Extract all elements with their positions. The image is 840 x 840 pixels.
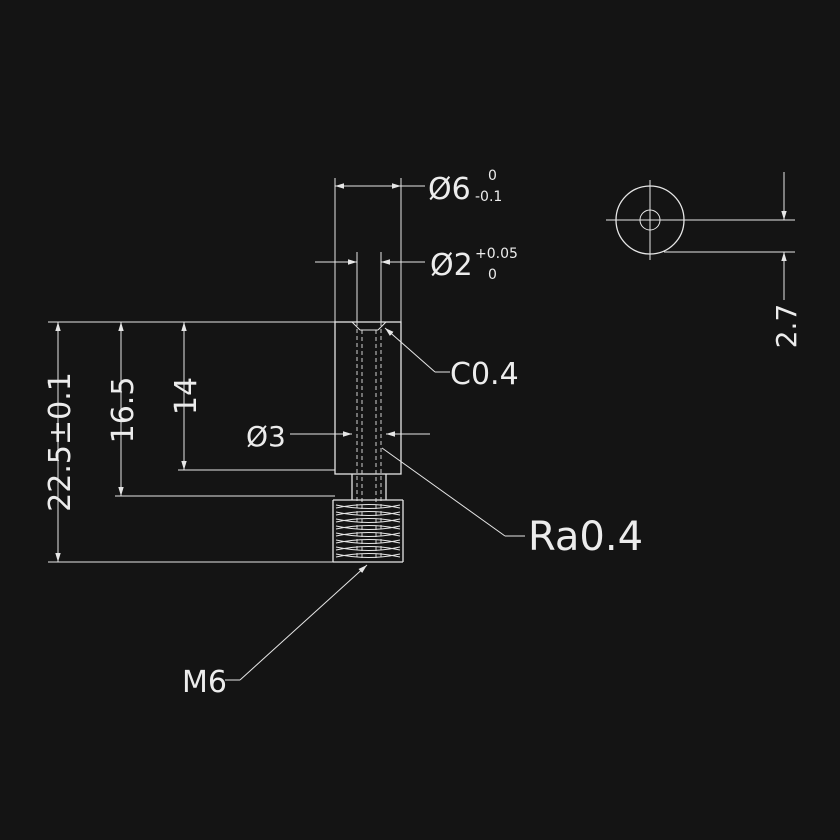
dim-bore-diameter: Ø2 +0.05 0 [315, 246, 518, 322]
length-14-label: 14 [169, 377, 204, 415]
end-view: 2.7 [606, 172, 803, 348]
thread-label: M6 [182, 665, 227, 700]
part-body [334, 321, 402, 560]
bore-tol-upper: +0.05 [475, 246, 518, 262]
dim-outer-diameter: Ø6 0 -0.1 [334, 168, 502, 322]
bore-tol-lower: 0 [488, 267, 497, 283]
outer-tol-upper: 0 [488, 168, 497, 184]
dim-length-14: 14 [169, 322, 204, 470]
thread-section [332, 499, 404, 563]
mid-diameter-label: Ø3 [246, 420, 286, 453]
dim-total-length: 22.5±0.1 [43, 322, 78, 562]
outer-tol-lower: -0.1 [475, 189, 502, 205]
length-16-label: 16.5 [106, 377, 141, 444]
chamfer-leader: C0.4 [384, 327, 519, 392]
thread-leader: M6 [182, 564, 368, 700]
total-length-label: 22.5±0.1 [43, 372, 78, 512]
chamfer-label: C0.4 [450, 357, 519, 392]
roughness-leader: Ra0.4 [381, 447, 643, 560]
dim-mid-diameter: Ø3 [246, 420, 430, 453]
outer-diameter-label: Ø6 [428, 172, 471, 207]
end-offset-label: 2.7 [770, 304, 803, 349]
outer-cylinder [334, 321, 402, 475]
dim-length-16: 16.5 [106, 322, 141, 496]
bore-diameter-label: Ø2 [430, 248, 473, 283]
roughness-label: Ra0.4 [528, 514, 643, 560]
